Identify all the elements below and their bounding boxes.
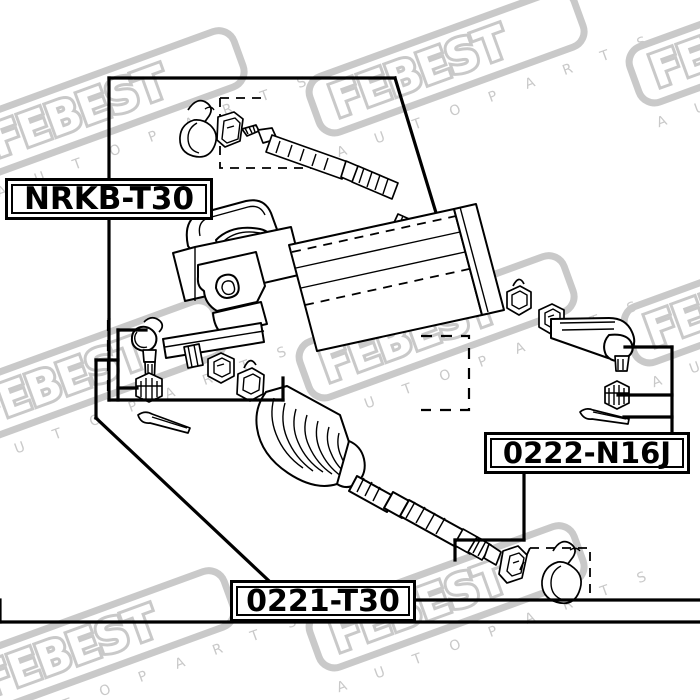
boot-clamp-large-upper [179, 99, 218, 158]
callout-nrkb-upper [107, 76, 439, 320]
part-label-text: NRKB-T30 [23, 181, 195, 217]
callout-0222-lower [453, 472, 526, 562]
boot-clamp-wire-lower-right [541, 540, 582, 605]
part-label-text: 0222-N16J [502, 436, 672, 470]
dashed-outline-lower-clamp [519, 547, 591, 600]
tie-rod-end-right [550, 317, 636, 372]
callout-0221 [93, 328, 700, 602]
steering-gear-housing [172, 199, 304, 335]
hex-nut-left [135, 372, 163, 403]
cotter-pin-left [137, 411, 191, 434]
callout-0222-right [616, 345, 674, 434]
part-label-0221-t30[interactable]: 0221-T30 [230, 580, 416, 622]
boot-clamp-lower-a [236, 359, 265, 402]
hex-nut-upper-a [506, 278, 532, 316]
part-label-text: 0221-T30 [246, 583, 400, 619]
boot-clamp-small-upper [216, 111, 244, 148]
cotter-pin-right [579, 408, 630, 425]
boot-clamp-lower-right [498, 545, 528, 584]
hex-nut-lower-a [207, 352, 235, 384]
lower-frame-line [0, 598, 700, 624]
upper-tie-rod [241, 124, 399, 200]
rack-tube [288, 203, 505, 352]
part-label-0222-n16j[interactable]: 0222-N16J [484, 432, 690, 474]
part-label-nrkb-t30[interactable]: NRKB-T30 [5, 178, 213, 220]
lower-tie-rod-sleeve [162, 322, 265, 369]
lower-inner-tie-rod [348, 475, 502, 566]
